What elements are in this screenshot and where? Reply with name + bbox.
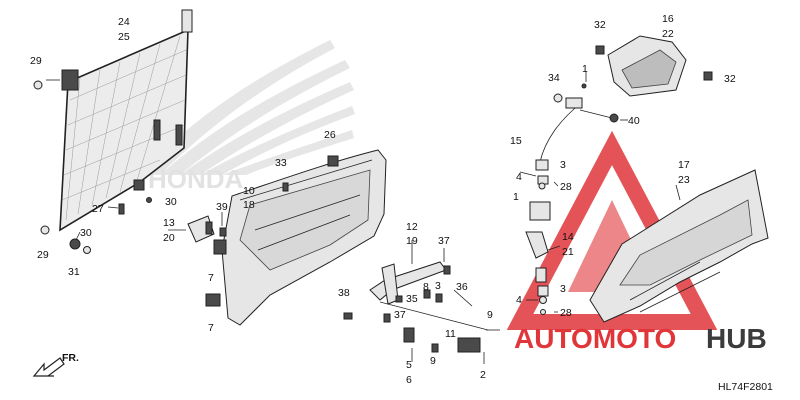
- callout-2: 2: [480, 369, 486, 381]
- latch-rod-assembly: [343, 261, 489, 353]
- callout-9: 9: [487, 309, 493, 321]
- callout-28-lower: 28: [560, 307, 572, 319]
- callout-18: 18: [243, 199, 255, 211]
- callout-37: 37: [438, 235, 450, 247]
- callout-4-lower: 4: [516, 294, 522, 306]
- automotohub-watermark: AUTOMOTO HUB: [514, 323, 767, 354]
- callout-3-mid: 3: [435, 280, 441, 292]
- callout-35: 35: [406, 293, 418, 305]
- callout-19: 19: [406, 235, 418, 247]
- callout-39: 39: [216, 201, 228, 213]
- left-fasteners: [33, 80, 152, 254]
- leader-lines: [46, 72, 681, 364]
- front-direction-arrow: FR.: [32, 352, 79, 377]
- callout-17: 17: [678, 159, 690, 171]
- callout-31: 31: [68, 266, 80, 278]
- callout-14: 14: [562, 231, 574, 243]
- hinge-parts: [187, 215, 227, 307]
- callout-15: 15: [510, 135, 522, 147]
- honda-wing-watermark: HONDA: [140, 40, 355, 194]
- left-door-panel: [221, 149, 387, 326]
- callout-24: 24: [118, 16, 130, 28]
- callout-4: 4: [516, 171, 522, 183]
- callout-27: 27: [92, 203, 104, 215]
- front-label: FR.: [62, 352, 79, 364]
- callout-16: 16: [662, 13, 674, 25]
- callout-10: 10: [243, 185, 255, 197]
- callout-36: 36: [456, 281, 468, 293]
- callout-12: 12: [406, 221, 418, 233]
- callout-20: 20: [163, 232, 175, 244]
- callout-13: 13: [163, 217, 175, 229]
- callout-11: 11: [445, 328, 456, 340]
- callout-38: 38: [338, 287, 350, 299]
- callout-28: 28: [560, 181, 572, 193]
- callout-1: 1: [582, 63, 588, 75]
- callout-8: 8: [423, 281, 429, 293]
- callout-3: 3: [560, 159, 566, 171]
- callout-3-lower: 3: [560, 283, 566, 295]
- door-cable: [525, 83, 619, 315]
- cargo-net: [59, 9, 193, 232]
- honda-logo-text: HONDA: [148, 164, 244, 194]
- callout-7: 7: [208, 272, 214, 284]
- callout-labels: 24 25 29 27 30 29 30 31 26 33 10 18 13 2…: [30, 13, 736, 386]
- callout-30-lower: 30: [80, 227, 92, 239]
- callout-30: 30: [165, 196, 177, 208]
- callout-33: 33: [275, 157, 287, 169]
- callout-40: 40: [628, 115, 640, 127]
- diagram-code: HL74F2801: [718, 381, 773, 393]
- callout-5: 5: [406, 359, 412, 371]
- callout-21: 21: [562, 246, 574, 258]
- callout-32: 32: [594, 19, 606, 31]
- callout-37-right: 37: [394, 309, 406, 321]
- mirror-cover: [595, 35, 713, 97]
- callout-7-lower: 7: [208, 322, 214, 334]
- callout-23: 23: [678, 174, 690, 186]
- callout-29-lower: 29: [37, 249, 49, 261]
- callout-25: 25: [118, 31, 130, 43]
- callout-1-lower: 1: [513, 191, 519, 203]
- callout-32-right: 32: [724, 73, 736, 85]
- callout-9-lower: 9: [430, 355, 436, 367]
- right-door-panel: [589, 169, 769, 323]
- callout-26: 26: [324, 129, 336, 141]
- brand-auto-text: AUTOMOTO: [514, 323, 676, 354]
- callout-34: 34: [548, 72, 560, 84]
- brand-hub-text: HUB: [706, 323, 767, 354]
- callout-22: 22: [662, 28, 674, 40]
- callout-29: 29: [30, 55, 42, 67]
- callout-6: 6: [406, 374, 412, 386]
